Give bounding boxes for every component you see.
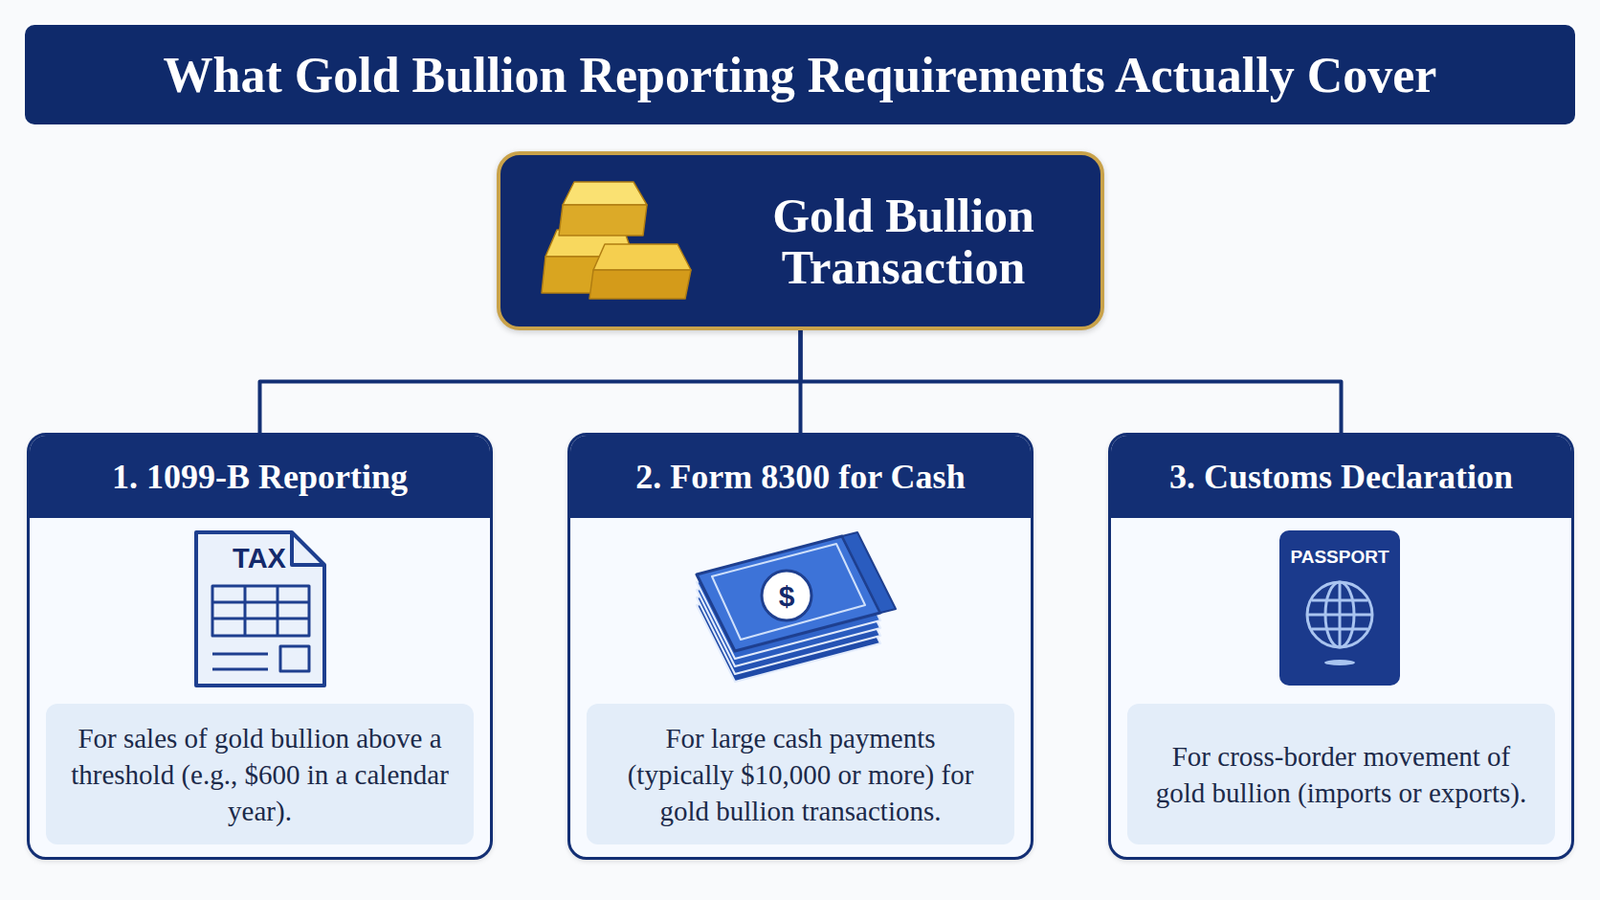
title-banner: What Gold Bullion Reporting Requirements… — [24, 24, 1576, 125]
requirement-card: 2. Form 8300 for CashFor large cash paym… — [567, 432, 1034, 860]
icon-label: $ — [778, 579, 796, 613]
tree-connector — [800, 330, 1342, 433]
transaction-box: Gold Bullion Transaction — [496, 151, 1105, 331]
node-title: Gold Bullion Transaction — [726, 155, 1081, 327]
card-heading: 2. Form 8300 for Cash — [570, 435, 1031, 518]
requirement-card: 1. 1099-B ReportingFor sales of gold bul… — [26, 432, 493, 860]
requirement-card: 3. Customs DeclarationFor cross-border m… — [1108, 432, 1575, 860]
icon-label: TAX — [232, 542, 287, 575]
card-heading: 1. 1099-B Reporting — [29, 435, 490, 518]
card-description: For cross-border movement of gold bullio… — [1127, 703, 1556, 845]
card-heading: 3. Customs Declaration — [1111, 435, 1572, 518]
diagram-title: What Gold Bullion Reporting Requirements… — [163, 46, 1438, 104]
icon-label: PASSPORT — [1289, 546, 1389, 568]
card-description: For large cash payments (typically $10,0… — [586, 703, 1015, 845]
card-description: For sales of gold bullion above a thresh… — [45, 703, 474, 845]
tree-connector — [260, 330, 801, 433]
